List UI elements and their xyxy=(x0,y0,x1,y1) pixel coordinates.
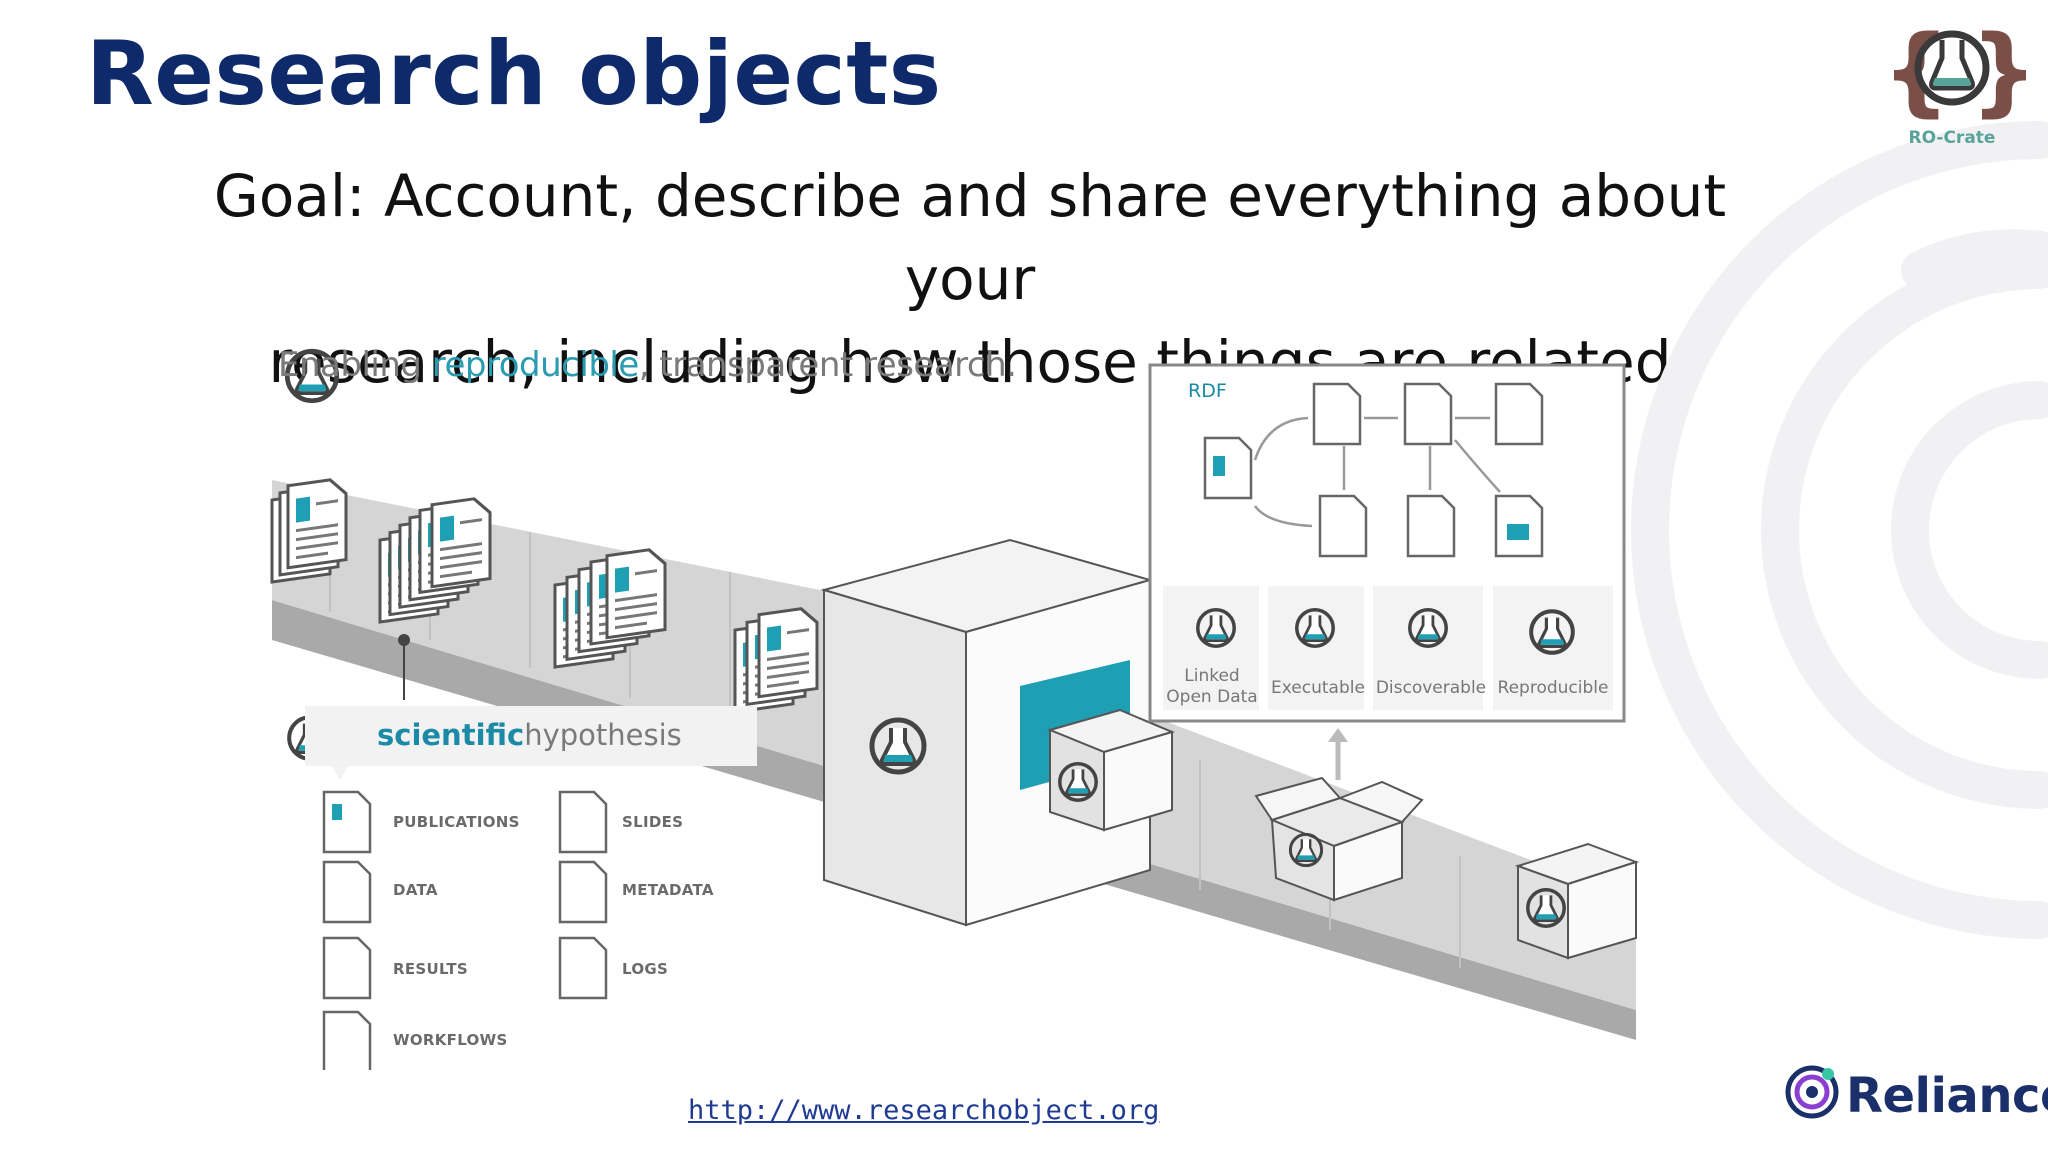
reliance-wordmark: Reliance xyxy=(1846,1068,2048,1124)
ro-crate-logo: { } RO-Crate xyxy=(1878,12,2038,148)
hypothesis-bold: scientific xyxy=(377,718,525,752)
scientific-hypothesis-label: scientifichypothesis xyxy=(377,718,682,752)
decorative-arcs xyxy=(1631,121,2048,939)
feature-linked-line2: Open Data xyxy=(1166,687,1258,707)
tagline-post: , transparent research. xyxy=(638,345,1017,385)
category-results: RESULTS xyxy=(393,960,468,978)
category-data: DATA xyxy=(393,881,438,899)
feature-linked-open-data: Linked Open Data xyxy=(1164,666,1260,708)
tagline-highlight: reproducible xyxy=(431,345,639,385)
feature-reproducible: Reproducible xyxy=(1497,678,1609,698)
svg-text:}: } xyxy=(1970,15,2026,127)
slide-title: Research objects xyxy=(86,22,942,125)
reliance-logo: Reliance xyxy=(1782,1060,2048,1124)
category-slides: SLIDES xyxy=(622,813,684,831)
illustration-tagline: Enabling reproducible, transparent resea… xyxy=(278,345,1017,385)
category-metadata: METADATA xyxy=(622,881,714,899)
category-logs: LOGS xyxy=(622,960,669,978)
reliance-icon xyxy=(1785,1065,1839,1119)
hypothesis-rest: hypothesis xyxy=(524,718,682,752)
ro-crate-label: RO-Crate xyxy=(1908,128,1996,148)
category-workflows: WORKFLOWS xyxy=(393,1031,508,1049)
research-object-illustration xyxy=(270,340,1640,1070)
feature-linked-line1: Linked xyxy=(1184,666,1240,686)
ro-crate-icon: { } xyxy=(1882,15,2038,127)
goal-line-1: Goal: Account, describe and share everyt… xyxy=(213,162,1727,313)
feature-executable: Executable xyxy=(1271,678,1365,698)
rdf-label: RDF xyxy=(1188,380,1227,402)
feature-discoverable: Discoverable xyxy=(1375,678,1487,698)
tagline-pre: Enabling xyxy=(278,345,432,385)
category-publications: PUBLICATIONS xyxy=(393,813,520,831)
researchobject-link[interactable]: http://www.researchobject.org xyxy=(688,1095,1160,1126)
